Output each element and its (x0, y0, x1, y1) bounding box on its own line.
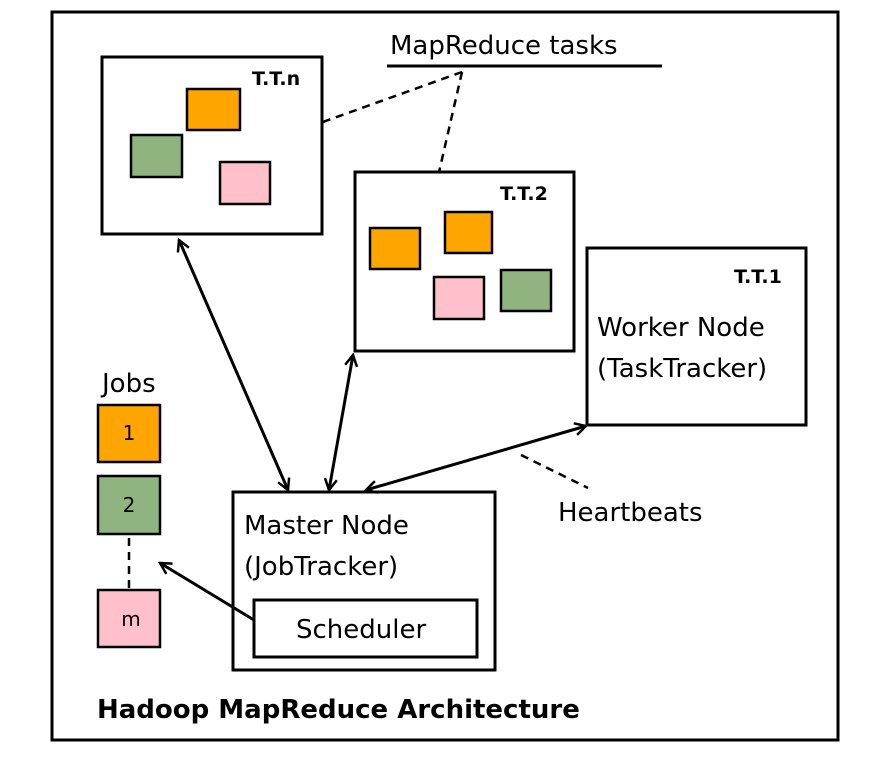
job-m: m (96, 588, 162, 649)
scheduler-box (252, 598, 479, 659)
job-label: 2 (123, 493, 136, 517)
task-tracker-1: T.T.1 Worker Node (TaskTracker) (585, 246, 808, 427)
heartbeats-label: Heartbeats (558, 498, 703, 528)
worker-node-label: Worker Node (597, 313, 765, 343)
job-label: 1 (123, 421, 136, 445)
task-tracker-n-label: T.T.n (252, 68, 300, 90)
master-node-label: Master Node (244, 511, 409, 541)
mapreduce-tasks-label: MapReduce tasks (390, 31, 618, 61)
master-node: Master Node (JobTracker) Scheduler (231, 490, 497, 672)
arrow-master-tt1 (366, 426, 586, 490)
master-node-sublabel: (JobTracker) (244, 552, 398, 582)
job-label: m (121, 607, 140, 631)
heartbeats-pointer (520, 453, 589, 490)
task-pink (432, 275, 486, 321)
job-1: 1 (96, 403, 162, 464)
arrow-master-tt2 (329, 355, 353, 490)
task-orange (443, 210, 494, 255)
task-orange (368, 226, 422, 271)
jobs-label: Jobs (100, 369, 156, 399)
diagram-title: Hadoop MapReduce Architecture (97, 695, 580, 725)
task-green (129, 133, 184, 179)
task-tracker-1-label: T.T.1 (734, 266, 782, 288)
scheduler-label: Scheduler (296, 615, 426, 645)
task-tracker-2: T.T.2 (353, 170, 576, 353)
worker-node-sublabel: (TaskTracker) (597, 354, 767, 384)
task-pink (218, 160, 272, 206)
task-tracker-2-label: T.T.2 (500, 183, 548, 205)
task-orange (185, 87, 242, 132)
task-tracker-n: T.T.n (100, 55, 324, 236)
task-green (499, 268, 553, 313)
arrow-master-ttn (179, 240, 288, 490)
arrow-scheduler-jobs (160, 563, 255, 622)
job-2: 2 (96, 474, 162, 536)
